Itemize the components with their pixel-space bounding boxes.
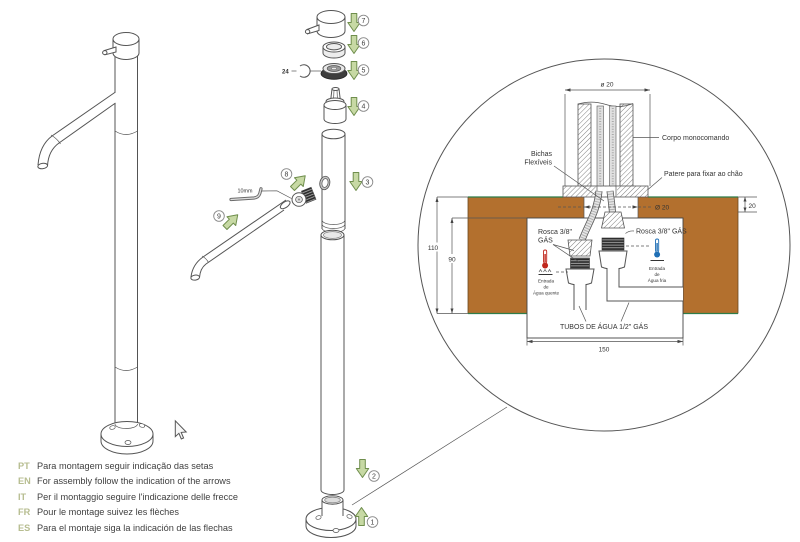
part-number-7: 7 [362, 18, 366, 25]
exploded-view: 7 6 24 5 [190, 10, 508, 538]
instruction-text: Per il montaggio seguire l'indicazione d… [37, 491, 238, 502]
detail-labels: Corpo monocomando Bichas Flexíveis Pater… [524, 135, 742, 331]
wrench-size-label: 24 [282, 70, 289, 76]
assembled-base [100, 421, 154, 455]
cold-inlet-label-2: de [654, 272, 660, 277]
body-cross-section [562, 94, 651, 198]
language-code: IT [18, 491, 27, 502]
assembly-arrow-1 [354, 507, 369, 526]
language-code: PT [18, 461, 30, 471]
part-callout-1: 1 [366, 516, 379, 528]
tubos-label: TUBOS DE ÁGUA 1/2" GÁS [560, 322, 648, 331]
cold-inlet-label-1: Entrada [649, 266, 666, 271]
assembled-faucet [37, 32, 154, 455]
instruction-text: Pour le montage suivez les flèches [37, 507, 179, 518]
dim-depth-recess: 90 [448, 257, 456, 264]
part-handle [304, 10, 346, 38]
part-number-5: 5 [362, 67, 366, 74]
part-number-9: 9 [217, 213, 221, 220]
part-number-1: 1 [371, 519, 375, 526]
assembled-spout [37, 91, 116, 170]
cold-water-inlet: Entrada de Água fria [626, 238, 667, 283]
hot-water-inlet: Entrada de Água quente [533, 249, 568, 296]
dim-recess-width: 150 [599, 347, 610, 354]
language-code: ES [18, 522, 31, 533]
bichas-label-1: Bichas [531, 151, 553, 158]
part-callout-3: 3 [361, 176, 374, 188]
part-fitting [291, 186, 317, 207]
cold-inlet-label-3: Água fria [648, 277, 667, 283]
part-number-3: 3 [366, 179, 370, 186]
part-ring [322, 41, 346, 59]
dim-top-diameter: ø 20 [600, 82, 613, 89]
dim-floor-thickness: 20 [749, 203, 757, 210]
hex-key-icon: 10mm [229, 187, 292, 202]
bichas-label-2: Flexíveis [524, 160, 552, 167]
instruction-text: Para montagem seguir indicação das setas [37, 461, 214, 471]
part-spout [190, 199, 291, 281]
dim-hole-diameter: Ø 20 [655, 205, 669, 212]
hot-inlet-label-2: de [543, 285, 549, 290]
instruction-text: For assembly follow the indication of th… [37, 476, 231, 487]
instruction-row-en: EN For assembly follow the indication of… [18, 476, 348, 491]
part-number-4: 4 [362, 103, 366, 110]
part-callout-4: 4 [357, 100, 370, 112]
cold-connector [598, 211, 683, 302]
detail-leader-line [351, 406, 508, 506]
part-upper-tube [319, 128, 346, 233]
hot-inlet-label-1: Entrada [538, 279, 555, 284]
rosca-left-label-1: Rosca 3/8" [538, 229, 573, 236]
language-code: FR [18, 507, 31, 518]
part-number-8: 8 [285, 171, 289, 178]
part-cartridge [323, 87, 347, 124]
part-callout-8: 8 [280, 168, 293, 180]
part-number-6: 6 [362, 40, 366, 47]
assembly-arrow-3 [349, 172, 363, 191]
floor-section [467, 196, 739, 315]
assembly-arrow-2 [355, 459, 370, 478]
flexible-hoses [578, 190, 616, 242]
thermometer-cold-icon [650, 238, 664, 261]
hot-inlet-label-3: Água quente [533, 290, 560, 296]
assembly-instructions: PT Para montagem seguir indicação das se… [18, 461, 348, 538]
instruction-row-it: IT Per il montaggio seguire l'indicazion… [18, 492, 348, 507]
detail-dimensions: ø 20 Ø 20 20 110 [423, 82, 757, 354]
part-callout-7: 7 [357, 14, 370, 27]
instruction-row-fr: FR Pour le montage suivez les flèches [18, 507, 348, 522]
wrench-24-icon: 24 [282, 64, 321, 78]
installation-detail: Entrada de Água quente Entrada de Água f… [417, 58, 791, 432]
dim-depth-total: 110 [428, 245, 439, 252]
instruction-row-es: ES Para el montaje siga la indicación de… [18, 523, 348, 538]
part-callout-5: 5 [357, 64, 370, 76]
corpo-label: Corpo monocomando [662, 135, 729, 142]
rosca-left-label-2: GÁS [538, 236, 553, 245]
part-number-2: 2 [372, 473, 376, 480]
part-cartridge-nut [320, 63, 348, 80]
thermometer-hot-icon [538, 249, 553, 275]
part-lower-tube [320, 229, 345, 495]
instruction-row-pt: PT Para montagem seguir indicação das se… [18, 461, 348, 476]
part-callout-9: 9 [213, 210, 225, 222]
part-callout-6: 6 [357, 37, 370, 49]
instruction-text: Para el montaje siga la indicación de la… [37, 522, 233, 533]
mouse-cursor-icon [174, 419, 188, 440]
rosca-right-label: Rosca 3/8" GÁS [636, 227, 687, 236]
part-floor-flange [305, 495, 357, 538]
hot-connector [565, 239, 595, 310]
hex-key-size-label: 10mm [238, 189, 253, 195]
part-callout-2: 2 [368, 470, 380, 482]
patere-label: Patere para fixar ao chão [664, 171, 743, 178]
assembled-handle [102, 32, 140, 60]
language-code: EN [18, 476, 31, 487]
